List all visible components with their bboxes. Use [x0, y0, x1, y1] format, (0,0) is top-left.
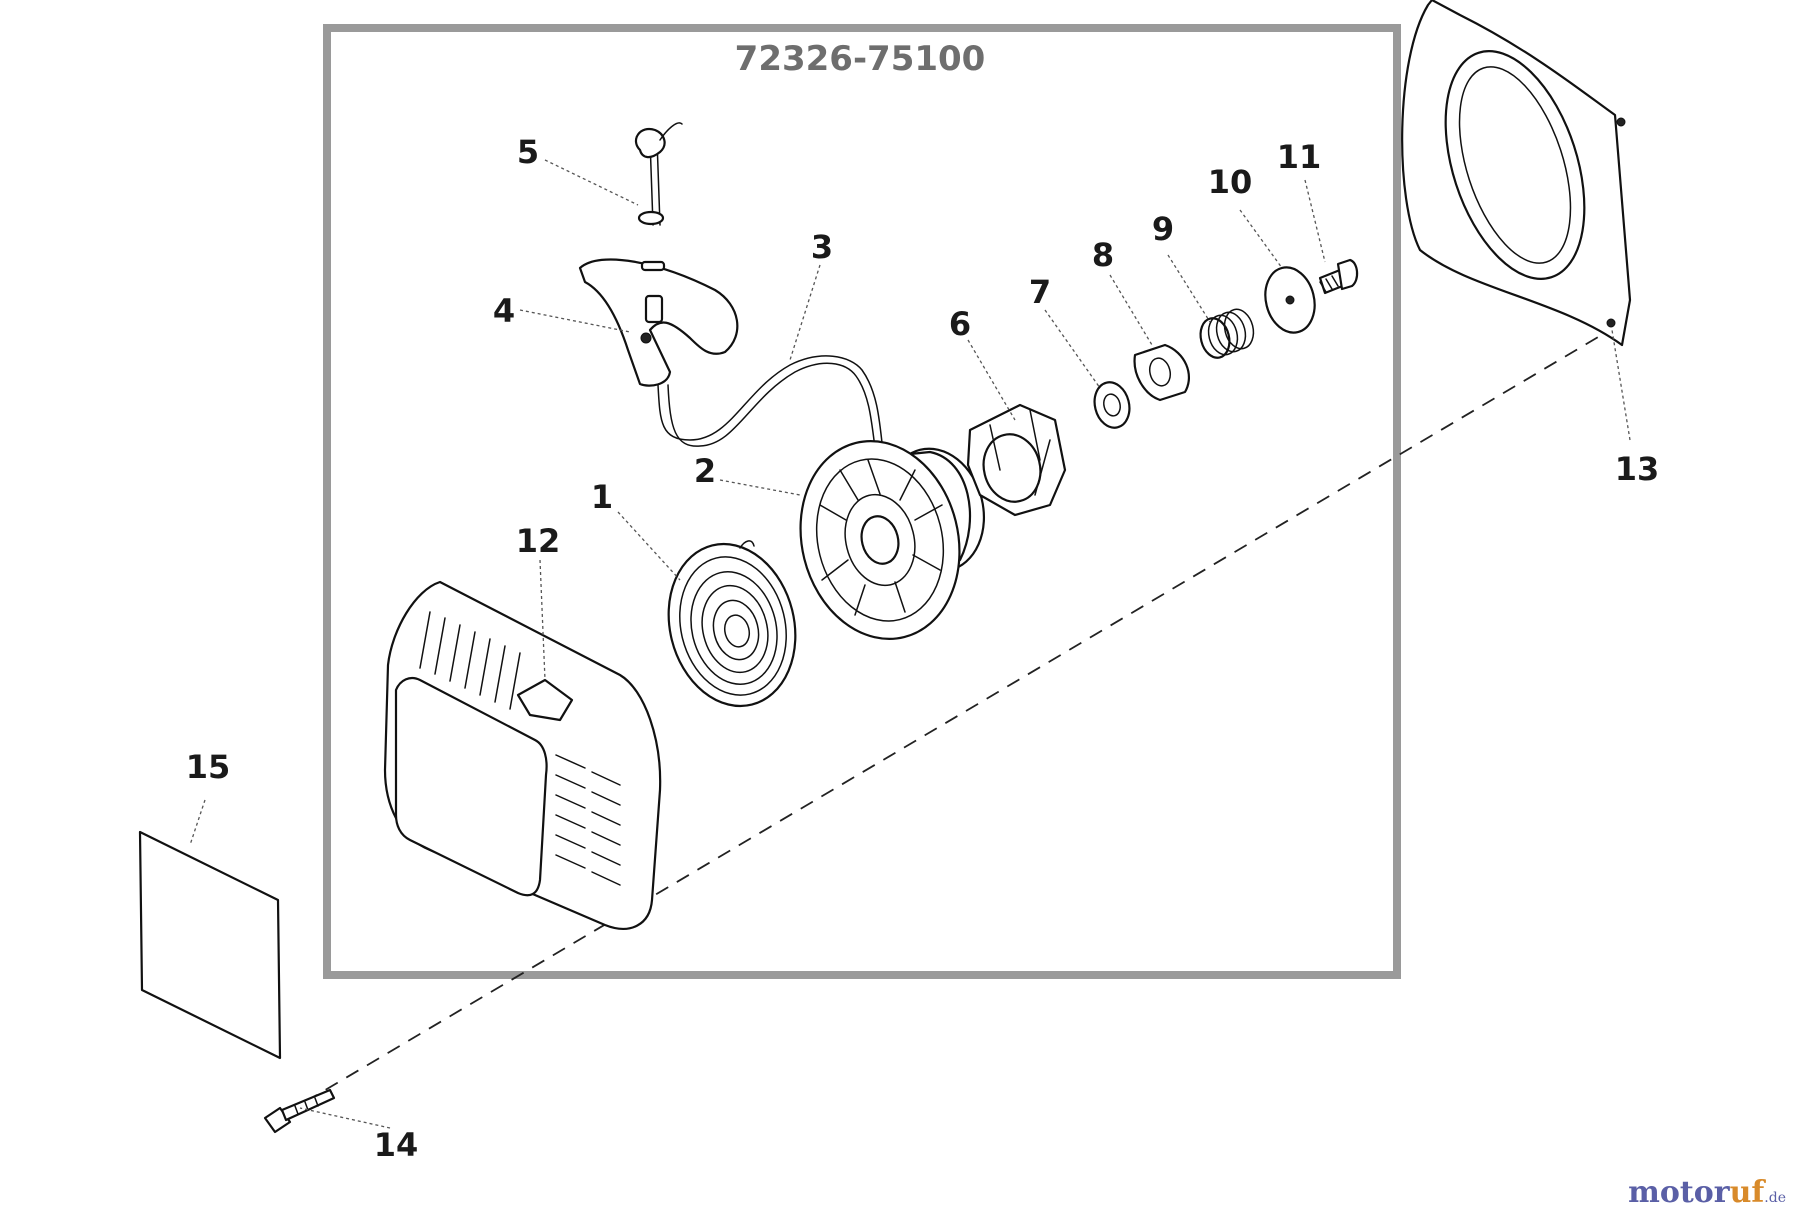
- starter-rope-part: [657, 355, 886, 471]
- fan-cover-part: [1401, 0, 1632, 347]
- plate-part: [1264, 266, 1316, 334]
- callout-15: 15: [186, 748, 231, 786]
- brand-tld: .de: [1764, 1190, 1786, 1206]
- starter-handle-part: [578, 258, 739, 387]
- ratchet-part: [966, 403, 1067, 517]
- brand-watermark: motoruf.de: [1628, 1175, 1786, 1210]
- leader-lines: [189, 159, 1631, 1129]
- callout-3: 3: [811, 228, 833, 266]
- callout-9: 9: [1152, 210, 1174, 248]
- callout-13: 13: [1615, 450, 1660, 488]
- callout-2: 2: [694, 452, 716, 490]
- callout-14: 14: [374, 1126, 419, 1164]
- pawl-part: [1133, 343, 1190, 402]
- brand-name-main: motor: [1628, 1175, 1730, 1210]
- coil-spring-part: [1199, 308, 1255, 359]
- callout-1: 1: [591, 478, 613, 516]
- callout-7: 7: [1029, 273, 1051, 311]
- brand-name-accent: uf: [1729, 1175, 1765, 1210]
- assembly-axis: [304, 329, 1611, 1103]
- callout-11: 11: [1277, 138, 1322, 176]
- callout-10: 10: [1208, 163, 1253, 201]
- recoil-spring-part: [667, 540, 797, 708]
- starter-cover-part: [383, 580, 662, 930]
- rope-knot-part: [634, 122, 683, 226]
- bolt-part: [263, 1088, 336, 1134]
- callout-12: 12: [516, 522, 561, 560]
- callout-8: 8: [1092, 236, 1114, 274]
- rope-reel-part: [799, 440, 986, 640]
- center-screw-part: [1318, 258, 1359, 295]
- assembly-number: 72326-75100: [735, 39, 986, 79]
- decal-part: [138, 830, 282, 1060]
- washer-part: [1093, 381, 1131, 429]
- assembly-frame: [323, 24, 1401, 979]
- callout-6: 6: [949, 305, 971, 343]
- callout-5: 5: [517, 133, 539, 171]
- callout-4: 4: [493, 292, 515, 330]
